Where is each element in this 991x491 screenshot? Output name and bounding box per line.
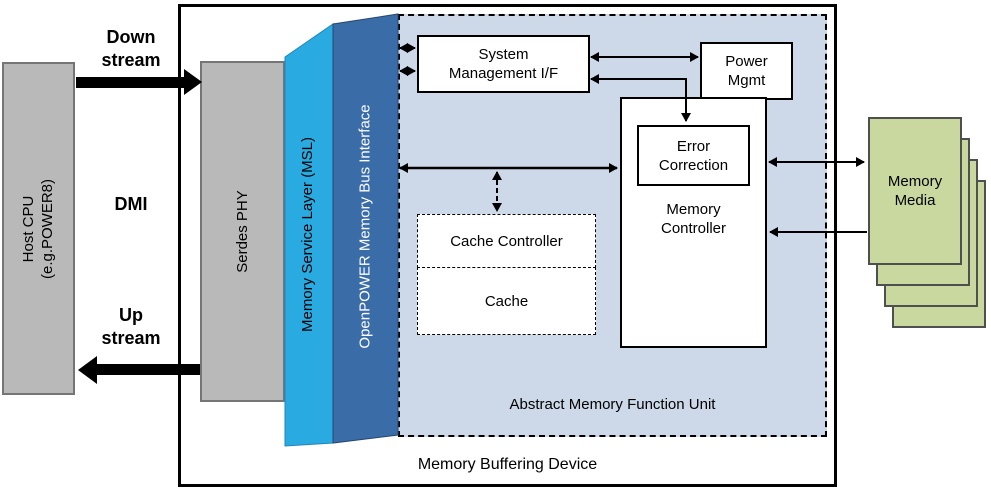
amfu-label: Abstract Memory Function Unit <box>509 396 716 413</box>
dmi-label: DMI <box>114 194 148 214</box>
cache-box: Cache <box>417 267 596 335</box>
msl-label-wrap: Memory Service Layer (MSL) <box>283 28 333 440</box>
host-cpu-label: Host CPU (e.g.POWER8) <box>20 178 57 279</box>
downstream-label: Down stream <box>101 27 161 70</box>
memory-media-card: Memory Media <box>868 117 962 265</box>
system-management-box: System Management I/F <box>417 35 590 93</box>
memory-media-label: Memory Media <box>887 173 943 209</box>
cache-controller-box: Cache Controller <box>417 214 596 268</box>
upstream-label: Up stream <box>101 305 161 348</box>
host-cpu-box: Host CPU (e.g.POWER8) <box>2 62 75 395</box>
system-management-label: System Management I/F <box>448 46 559 82</box>
serdes-phy-label: Serdes PHY <box>234 190 252 273</box>
power-mgmt-label: Power Mgmt <box>725 53 768 89</box>
error-correction-label: Error Correction <box>658 137 729 174</box>
cache-label: Cache <box>484 292 529 310</box>
msl-label: Memory Service Layer (MSL) <box>299 136 317 332</box>
power-mgmt-box: Power Mgmt <box>700 42 793 100</box>
openpower-bus-label: OpenPOWER Memory Bus Interface <box>357 103 374 349</box>
memory-media-stack: Memory Media <box>868 117 988 329</box>
serdes-phy-box: Serdes PHY <box>200 61 285 402</box>
openpower-bus-label-wrap: OpenPOWER Memory Bus Interface <box>333 16 398 436</box>
error-correction-box: Error Correction <box>637 125 750 186</box>
cache-controller-label: Cache Controller <box>450 232 563 250</box>
memory-controller-label: Memory Controller <box>660 201 727 237</box>
device-label: Memory Buffering Device <box>417 456 598 473</box>
